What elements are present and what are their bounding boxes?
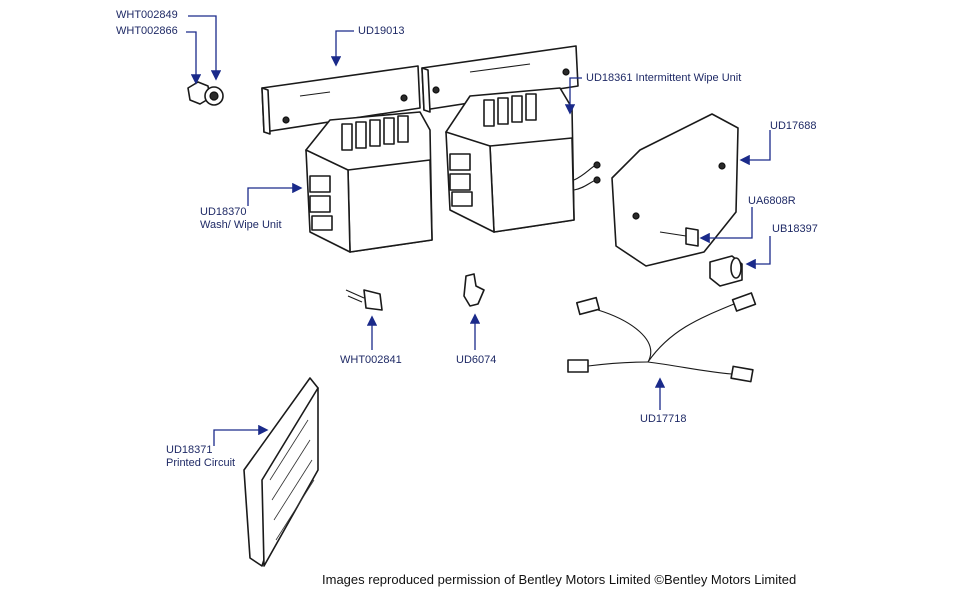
screw-ua6808r	[659, 227, 699, 247]
label-wht002849: WHT002849	[116, 9, 178, 21]
label-ud18370-code: UD18370	[200, 206, 247, 218]
label-ud18370: UD18370 Wash/ Wipe Unit	[200, 206, 282, 232]
label-ud18361: UD18361 Intermittent Wipe Unit	[586, 72, 742, 84]
label-ud18370-desc: Wash/ Wipe Unit	[200, 219, 282, 231]
label-ud18371-code: UD18371	[166, 444, 213, 456]
cover-plate	[611, 113, 739, 267]
label-ub18397: UB18397	[772, 223, 818, 235]
label-ud17688: UD17688	[770, 120, 817, 132]
clip-ud6074	[463, 273, 485, 307]
label-ud18371: UD18371 Printed Circuit	[166, 444, 235, 470]
mounting-plate-right	[421, 45, 579, 113]
mounting-plate-left	[261, 65, 421, 135]
grommet	[709, 255, 743, 287]
nut-washer	[187, 81, 224, 106]
label-ud6074: UD6074	[456, 354, 497, 366]
label-ud18371-desc: Printed Circuit	[166, 457, 236, 469]
printed-circuit-board	[243, 377, 319, 567]
copyright-credit: Images reproduced permission of Bentley …	[322, 572, 797, 587]
label-wht002866: WHT002866	[116, 25, 178, 37]
wiring-harness	[567, 292, 757, 383]
label-ua6808r: UA6808R	[748, 195, 796, 207]
wash-wipe-unit	[305, 111, 433, 253]
intermittent-wipe-unit	[445, 87, 601, 233]
label-ud17718: UD17718	[640, 413, 687, 425]
label-ud19013: UD19013	[358, 25, 405, 37]
label-wht002841: WHT002841	[340, 354, 402, 366]
screw-wht002841	[345, 289, 383, 311]
